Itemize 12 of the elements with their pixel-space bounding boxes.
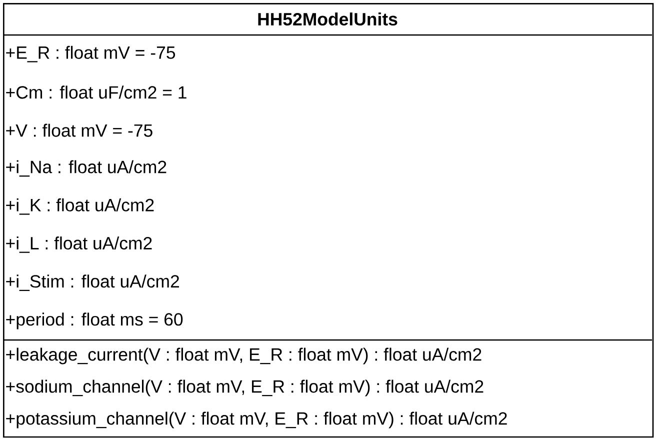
class-name: HH52ModelUnits	[258, 12, 398, 26]
attribute-text: +E_R : float mV = -75	[6, 46, 176, 62]
attribute-text: +Cm : float uF/cm2 = 1	[6, 86, 186, 99]
operation-text: +leakage_current(V : float mV, E_R : float mV) : float uA/cm2	[6, 348, 482, 364]
attribute-text: +period : float ms = 60	[6, 312, 183, 330]
attribute-text: +i_Stim : float uA/cm2	[6, 274, 179, 291]
operation-text: +sodium_channel(V : float mV, E_R : float mV) : float uA/cm2	[6, 380, 484, 396]
attribute-text: +i_Na : float uA/cm2	[6, 160, 166, 177]
attribute-text: +i_L : float uA/cm2	[6, 236, 152, 253]
attribute-text: +V : float mV = -75	[6, 124, 152, 137]
attribute-text: +i_K : float uA/cm2	[6, 198, 154, 215]
operation-text: +potassium_channel(V : float mV, E_R : float mV) : float uA/cm2	[6, 412, 507, 428]
